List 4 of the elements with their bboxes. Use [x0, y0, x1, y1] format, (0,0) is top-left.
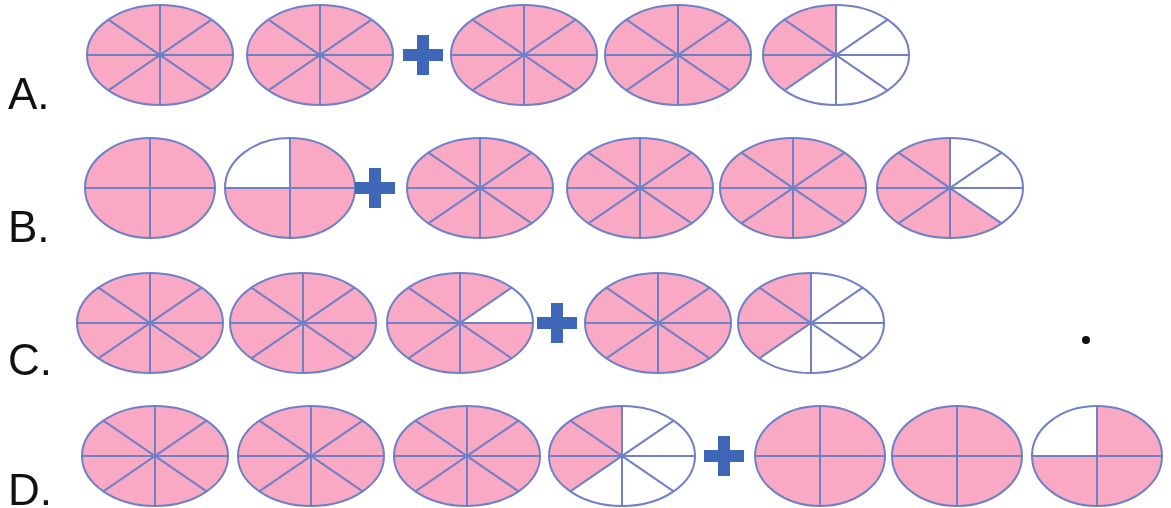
row-label: B.	[8, 205, 50, 249]
row-label: A.	[8, 72, 50, 116]
row-label: D.	[8, 468, 52, 508]
row-label: C.	[8, 338, 52, 382]
